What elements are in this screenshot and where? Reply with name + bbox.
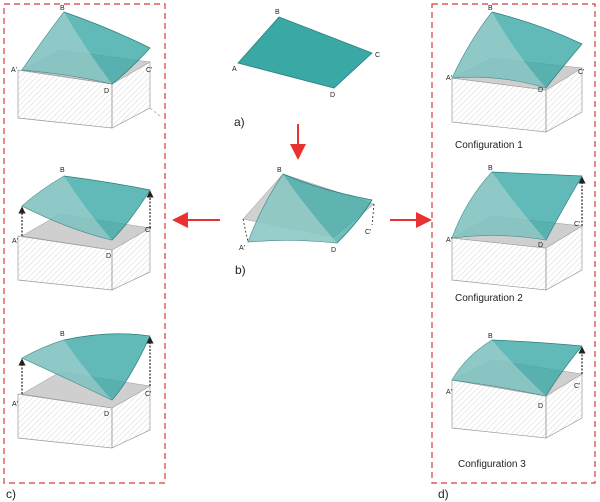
svg-text:C': C' bbox=[578, 69, 584, 76]
roof-d1: B A' C' D Configuration 1 bbox=[446, 5, 584, 151]
panel-a-label: a) bbox=[234, 115, 245, 129]
configuration-2-label: Configuration 2 bbox=[455, 293, 523, 304]
svg-text:D: D bbox=[104, 88, 109, 95]
frame-d bbox=[431, 3, 596, 484]
vertex-d-label: D bbox=[330, 92, 335, 99]
vertex-a-label: A bbox=[232, 66, 237, 73]
svg-text:B: B bbox=[488, 5, 493, 12]
vertex-c-label: C bbox=[375, 52, 380, 59]
vertex-cprime-label: C' bbox=[365, 229, 371, 236]
svg-text:C': C' bbox=[574, 221, 580, 228]
svg-text:D: D bbox=[104, 411, 109, 418]
panel-d: B A' C' D Configuration 1 B A' C' D Conf… bbox=[438, 5, 586, 501]
svg-text:B: B bbox=[60, 331, 65, 338]
svg-text:C': C' bbox=[146, 67, 152, 74]
svg-text:D: D bbox=[106, 253, 111, 260]
svg-text:B: B bbox=[488, 165, 493, 172]
svg-text:B: B bbox=[60, 5, 65, 12]
svg-text:A': A' bbox=[12, 238, 18, 245]
configuration-1-label: Configuration 1 bbox=[455, 140, 523, 151]
configuration-3-label: Configuration 3 bbox=[458, 459, 526, 470]
vertex-aprime-label: A' bbox=[239, 245, 245, 252]
roof-d3: B A' C' D Configuration 3 bbox=[446, 333, 586, 470]
panel-c: B A' C' D B A' C' D B bbox=[6, 5, 161, 501]
frame-c bbox=[3, 3, 166, 484]
svg-text:B: B bbox=[488, 333, 493, 340]
panel-a: B C D A a) bbox=[232, 9, 380, 129]
vertex-b-label: B bbox=[275, 9, 280, 16]
svg-text:C': C' bbox=[145, 391, 151, 398]
roof-c1: B A' C' D bbox=[11, 5, 161, 129]
svg-text:D: D bbox=[538, 87, 543, 94]
svg-text:B: B bbox=[60, 167, 65, 174]
roof-c2: B A' C' D bbox=[12, 167, 154, 291]
roof-d2: B A' C' D Configuration 2 bbox=[446, 165, 586, 304]
warped-surface-highlight bbox=[248, 174, 337, 243]
svg-text:A': A' bbox=[11, 67, 17, 74]
svg-text:A': A' bbox=[446, 237, 452, 244]
svg-text:A': A' bbox=[446, 389, 452, 396]
svg-text:A': A' bbox=[446, 75, 452, 82]
panel-b: B C' D A' b) bbox=[235, 167, 375, 277]
panel-b-label: b) bbox=[235, 263, 246, 277]
svg-text:C': C' bbox=[574, 383, 580, 390]
svg-text:D: D bbox=[538, 403, 543, 410]
flat-plate bbox=[237, 16, 373, 89]
vertex-d-label: D bbox=[331, 247, 336, 254]
vertex-b-label: B bbox=[277, 167, 282, 174]
roof-c3: B A' C' D bbox=[12, 331, 154, 449]
panel-d-label: d) bbox=[438, 487, 449, 501]
panel-c-label: c) bbox=[6, 487, 16, 501]
svg-text:A': A' bbox=[12, 401, 18, 408]
svg-text:D: D bbox=[538, 242, 543, 249]
svg-text:C': C' bbox=[145, 227, 151, 234]
